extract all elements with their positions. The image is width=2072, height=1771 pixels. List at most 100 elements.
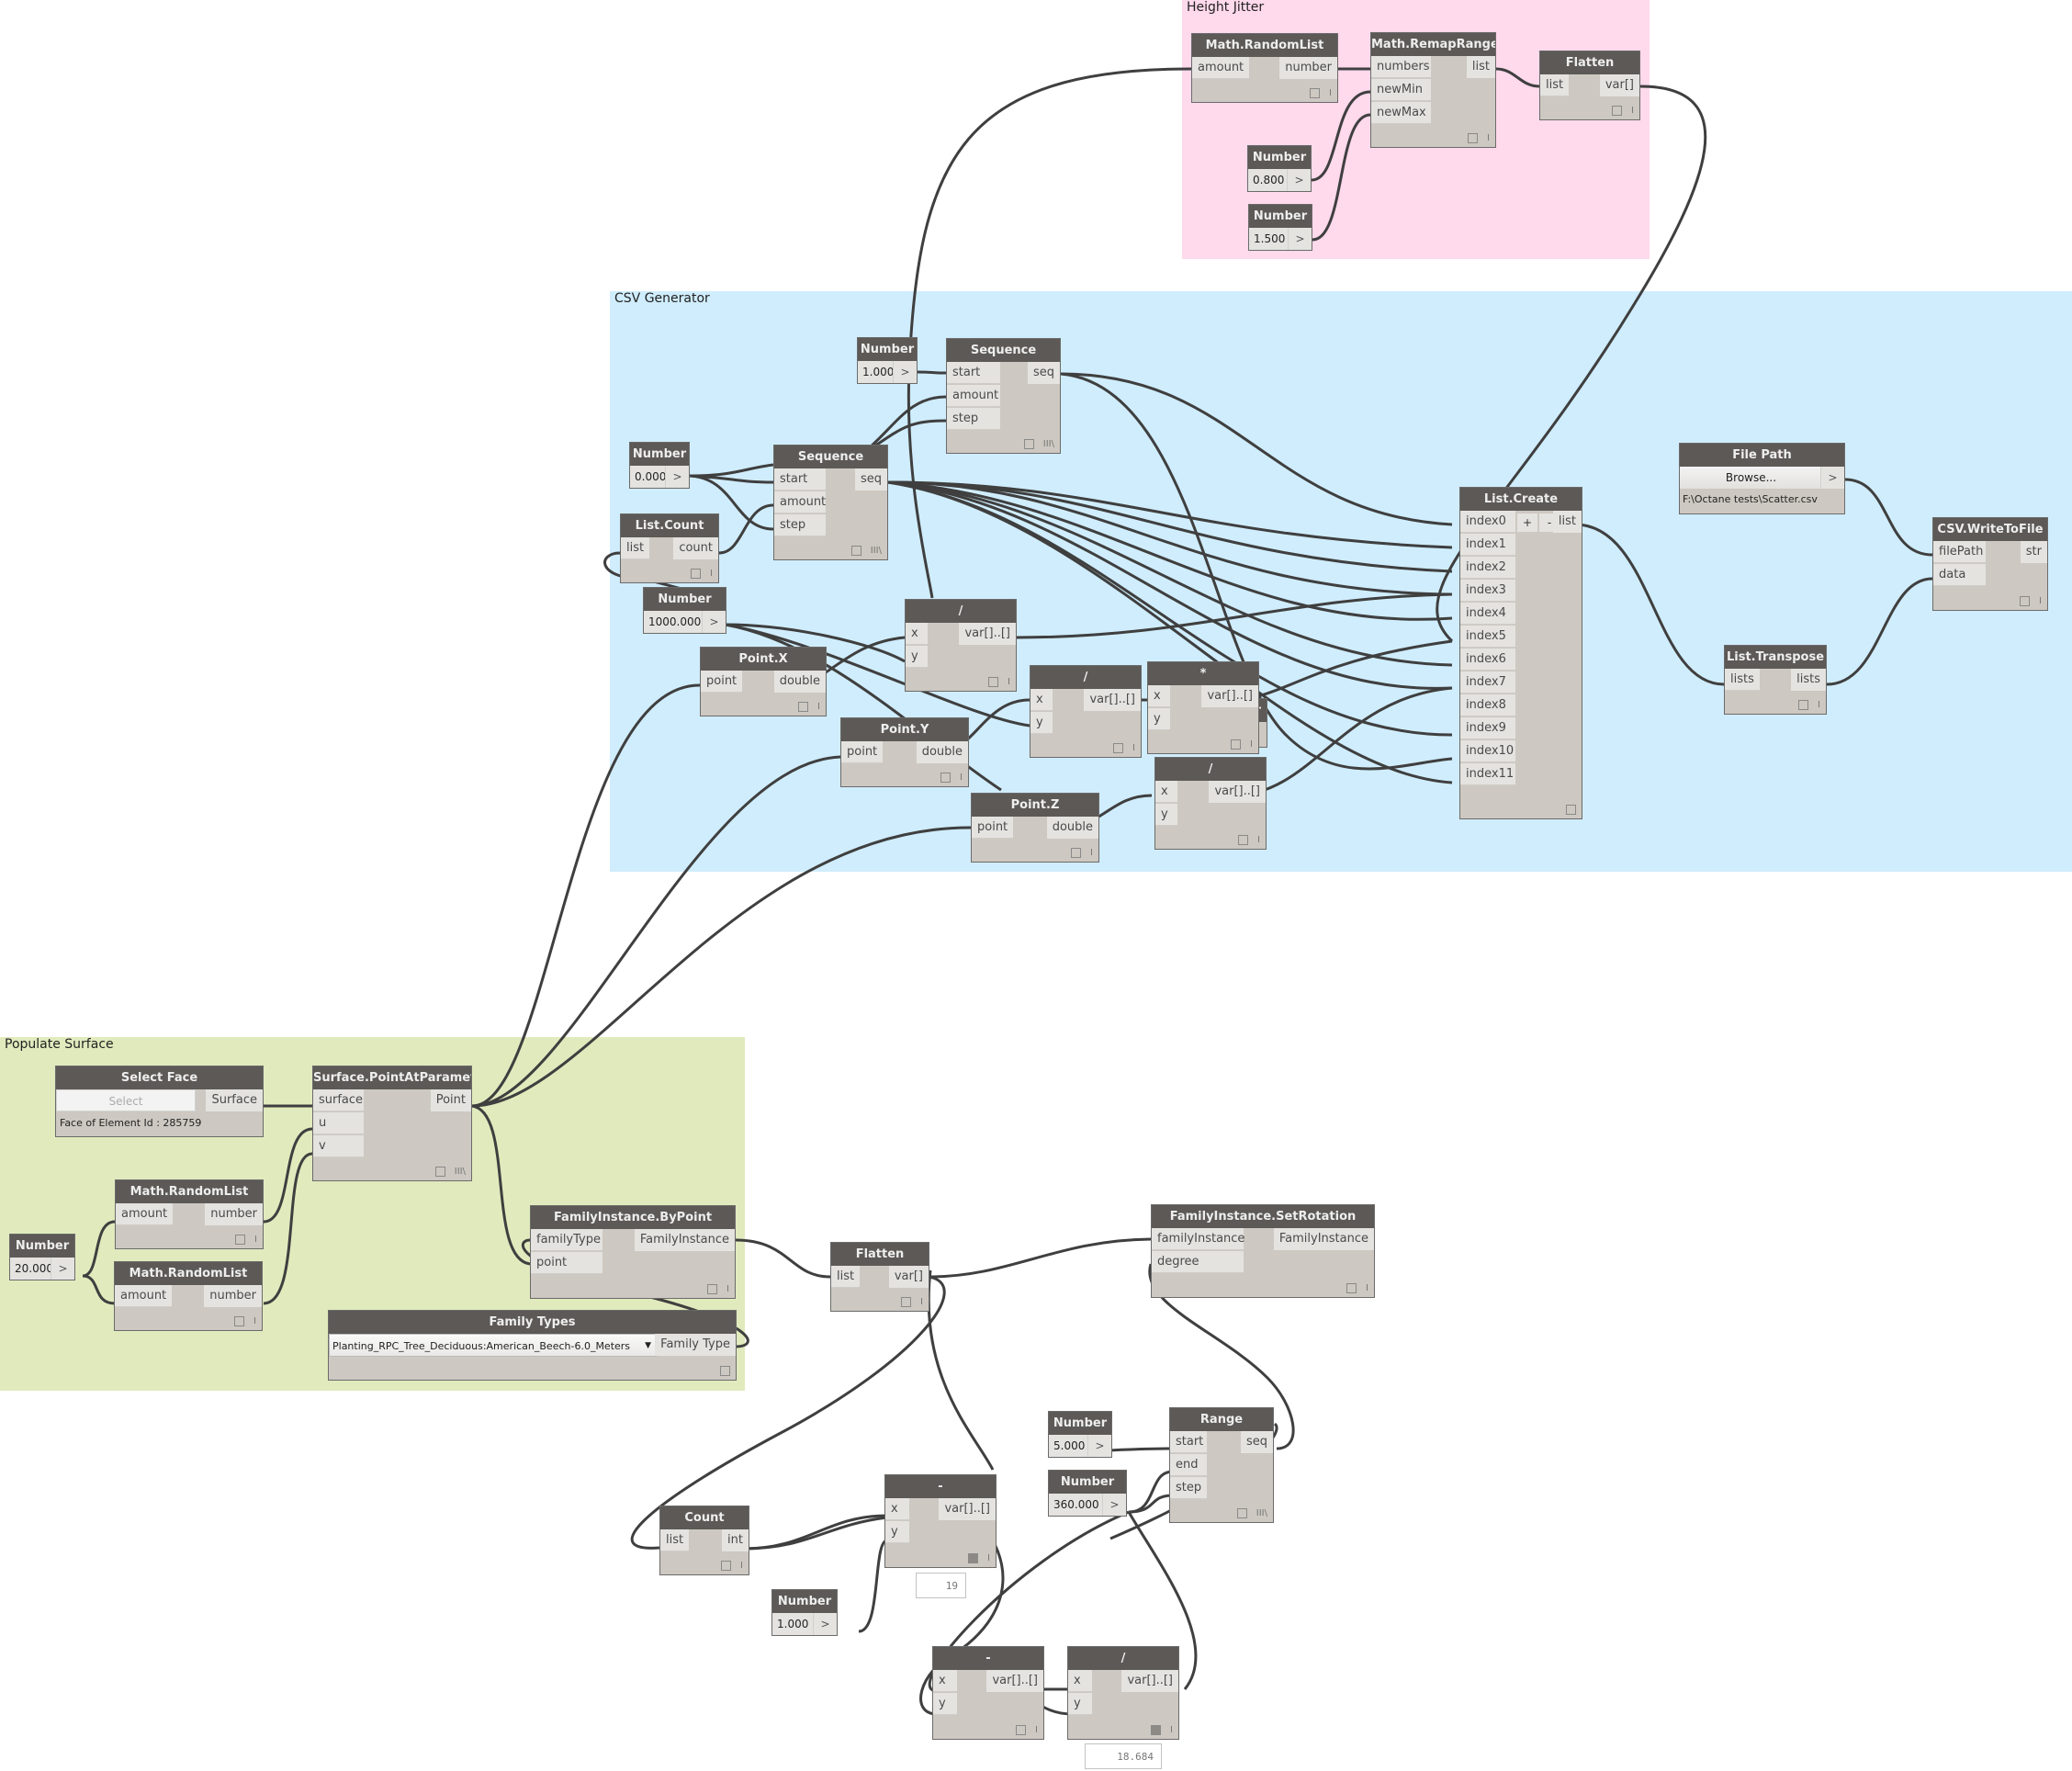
number-input[interactable]: 20.000: [10, 1258, 53, 1280]
lacing-icon[interactable]: I: [960, 772, 963, 783]
port-int[interactable]: int: [722, 1529, 749, 1551]
checkbox-icon[interactable]: [1113, 742, 1124, 753]
port-seq[interactable]: seq: [1240, 1431, 1273, 1453]
checkbox-icon[interactable]: [434, 1166, 445, 1177]
port-point[interactable]: point: [701, 671, 743, 693]
port-number[interactable]: number: [1279, 57, 1337, 79]
checkbox-icon[interactable]: [798, 701, 809, 712]
checkbox-icon[interactable]: [1566, 804, 1576, 815]
port-index9[interactable]: index9: [1460, 717, 1515, 739]
checkbox-icon[interactable]: [691, 568, 702, 579]
lacing-icon[interactable]: I: [1035, 1724, 1038, 1735]
port-filepath[interactable]: filePath: [1933, 541, 1986, 563]
node-number-zero[interactable]: Number 0.000>: [629, 442, 690, 489]
lacing-icon[interactable]: I: [2039, 595, 2042, 606]
node-number-1000[interactable]: Number 1000.000>: [643, 587, 726, 634]
port-index7[interactable]: index7: [1460, 671, 1515, 694]
port-numbers[interactable]: numbers: [1371, 56, 1431, 78]
checkbox-icon[interactable]: [901, 1296, 912, 1307]
number-input[interactable]: 0.800: [1248, 169, 1289, 191]
port-y[interactable]: y: [906, 646, 928, 668]
port-x[interactable]: x: [1148, 685, 1170, 707]
port-start[interactable]: start: [774, 468, 826, 491]
port-lists-in[interactable]: lists: [1725, 669, 1760, 691]
lacing-icon[interactable]: I: [987, 1552, 990, 1563]
lacing-icon[interactable]: III\: [870, 545, 882, 556]
port-familyinstance[interactable]: FamilyInstance: [634, 1229, 735, 1251]
port-amount[interactable]: amount: [774, 491, 826, 513]
port-result[interactable]: var[]..[]: [939, 1498, 996, 1520]
number-input[interactable]: 1.000: [772, 1613, 815, 1635]
port-point[interactable]: point: [841, 741, 884, 763]
port-index0[interactable]: index0: [1460, 511, 1515, 533]
port-list[interactable]: list: [1552, 511, 1582, 533]
checkbox-icon[interactable]: [1798, 699, 1809, 710]
port-index1[interactable]: index1: [1460, 534, 1515, 556]
lacing-icon[interactable]: I: [1250, 739, 1253, 750]
checkbox-icon[interactable]: [707, 1283, 718, 1294]
port-list[interactable]: list: [660, 1529, 690, 1551]
port-result[interactable]: var[]..[]: [959, 623, 1016, 645]
lacing-icon[interactable]: III\: [454, 1166, 466, 1177]
port-index3[interactable]: index3: [1460, 580, 1515, 602]
node-list-create[interactable]: List.Create index0+-list index1 index2 i…: [1459, 487, 1582, 819]
port-list[interactable]: list: [1466, 56, 1495, 78]
node-file-path[interactable]: File Path Browse... > F:\Octane tests\Sc…: [1679, 443, 1845, 514]
port-var[interactable]: var[]: [1599, 74, 1639, 96]
port-seq[interactable]: seq: [854, 468, 887, 491]
node-number-newmin[interactable]: Number 0.800>: [1247, 145, 1312, 192]
port-x[interactable]: x: [933, 1670, 957, 1692]
number-expand-button[interactable]: >: [1087, 1435, 1111, 1457]
node-number-five[interactable]: Number 5.000>: [1048, 1411, 1112, 1458]
port-familyinstance[interactable]: familyInstance: [1152, 1228, 1244, 1250]
port-x[interactable]: x: [906, 623, 928, 645]
lacing-icon[interactable]: I: [1487, 132, 1490, 143]
port-y[interactable]: y: [1068, 1693, 1092, 1715]
lacing-icon[interactable]: I: [253, 1315, 256, 1326]
node-number-amount[interactable]: Number 20.000>: [9, 1234, 75, 1280]
checkbox-icon[interactable]: [2020, 595, 2031, 606]
port-var[interactable]: var[]: [888, 1266, 929, 1288]
number-input[interactable]: 1.000: [858, 361, 895, 383]
group-csv-generator[interactable]: CSV Generator: [610, 291, 2072, 872]
number-expand-button[interactable]: >: [51, 1258, 74, 1280]
checkbox-icon[interactable]: [940, 772, 952, 783]
checkbox-icon[interactable]: [850, 545, 861, 556]
port-amount[interactable]: amount: [947, 385, 1000, 407]
checkbox-icon[interactable]: [988, 676, 999, 687]
number-expand-button[interactable]: >: [665, 466, 689, 488]
path-output-button[interactable]: >: [1820, 467, 1844, 489]
port-result[interactable]: var[]..[]: [986, 1670, 1043, 1692]
checkbox-icon[interactable]: [720, 1365, 730, 1376]
number-expand-button[interactable]: >: [1288, 228, 1312, 250]
lacing-icon[interactable]: I: [710, 568, 713, 579]
port-familytype[interactable]: familyType: [531, 1229, 602, 1251]
port-amount[interactable]: amount: [115, 1285, 173, 1307]
lacing-icon[interactable]: I: [1170, 1724, 1173, 1735]
port-x[interactable]: x: [1155, 781, 1177, 803]
port-str[interactable]: str: [2020, 541, 2047, 563]
port-result[interactable]: var[]..[]: [1209, 781, 1266, 803]
port-y[interactable]: y: [933, 1693, 957, 1715]
lacing-icon[interactable]: I: [1366, 1282, 1368, 1293]
port-point[interactable]: point: [972, 817, 1014, 839]
checkbox-icon[interactable]: [235, 1234, 246, 1245]
port-list[interactable]: list: [831, 1266, 861, 1288]
port-surface[interactable]: surface: [313, 1089, 364, 1111]
port-y[interactable]: y: [885, 1521, 909, 1543]
port-index10[interactable]: index10: [1460, 740, 1515, 762]
port-v[interactable]: v: [313, 1135, 364, 1157]
port-number[interactable]: number: [204, 1285, 262, 1307]
port-index6[interactable]: index6: [1460, 649, 1515, 671]
port-count[interactable]: count: [673, 537, 718, 559]
